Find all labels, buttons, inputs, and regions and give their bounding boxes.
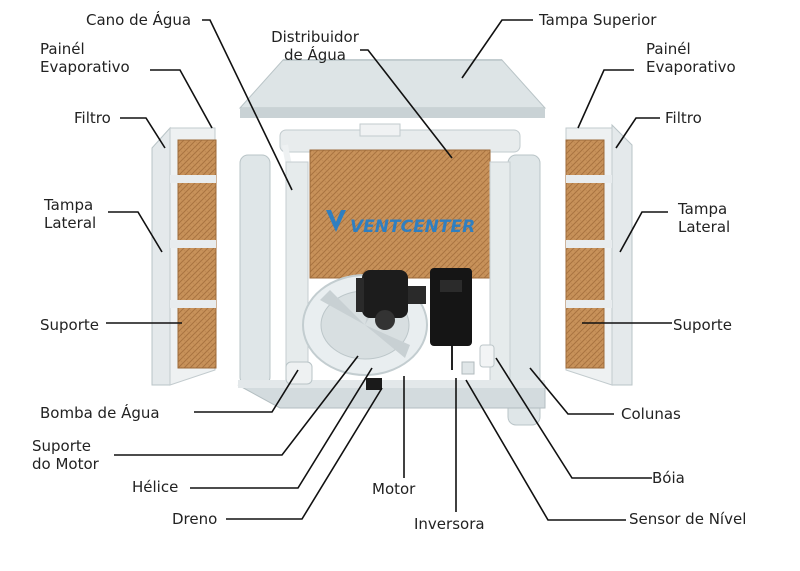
label-boia: Bóia: [652, 469, 685, 487]
label-bomba-de-agua: Bomba de Água: [40, 404, 160, 422]
label-cano-de-agua: Cano de Água: [86, 11, 191, 29]
drain: [366, 378, 382, 390]
label-inversora: Inversora: [414, 515, 485, 533]
label-tampa-lateral-left: Tampa Lateral: [44, 196, 164, 232]
label-tampa-lateral-right: Tampa Lateral: [678, 200, 798, 236]
label-colunas: Colunas: [621, 405, 681, 423]
label-painel-evaporativo-left: Painél Evaporativo: [40, 40, 160, 76]
top-cover: [240, 60, 545, 118]
label-suporte-left: Suporte: [40, 316, 99, 334]
label-filtro-left: Filtro: [74, 109, 111, 127]
back-evaporative-pad: [310, 150, 490, 278]
label-filtro-right: Filtro: [665, 109, 702, 127]
label-painel-evaporativo-right: Painél Evaporativo: [646, 40, 766, 76]
label-distribuidor-de-agua: Distribuidor de Água: [250, 28, 380, 64]
level-sensor: [462, 362, 474, 374]
label-tampa-superior: Tampa Superior: [539, 11, 656, 29]
water-pump: [286, 362, 312, 384]
label-motor: Motor: [372, 480, 415, 498]
right-side-panel: [566, 125, 632, 385]
left-side-panel: [152, 128, 216, 385]
label-sensor-de-nivel: Sensor de Nível: [629, 510, 746, 528]
label-suporte-do-motor: Suporte do Motor: [32, 437, 152, 473]
svg-text:VENTCENTER: VENTCENTER: [350, 217, 475, 237]
inverter-box: [430, 268, 472, 370]
label-dreno: Dreno: [172, 510, 217, 528]
label-helice: Hélice: [132, 478, 178, 496]
float: [480, 345, 494, 367]
label-suporte-right: Suporte: [673, 316, 732, 334]
